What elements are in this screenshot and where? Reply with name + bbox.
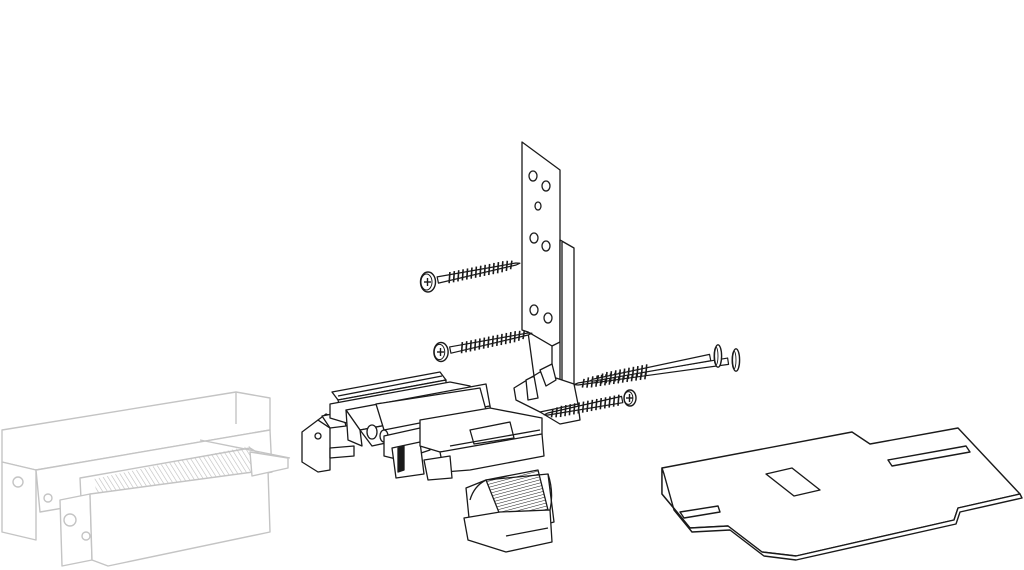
- gasket-template: [661, 427, 1023, 561]
- hinge-body: [345, 383, 545, 481]
- screw: [433, 330, 533, 363]
- frame-profile: [1, 391, 291, 567]
- spring-clip: [463, 469, 555, 553]
- screw: [589, 344, 723, 384]
- screw: [419, 260, 521, 293]
- screw: [543, 389, 637, 418]
- screw-set: [419, 260, 741, 418]
- mounting-plate: [513, 141, 581, 425]
